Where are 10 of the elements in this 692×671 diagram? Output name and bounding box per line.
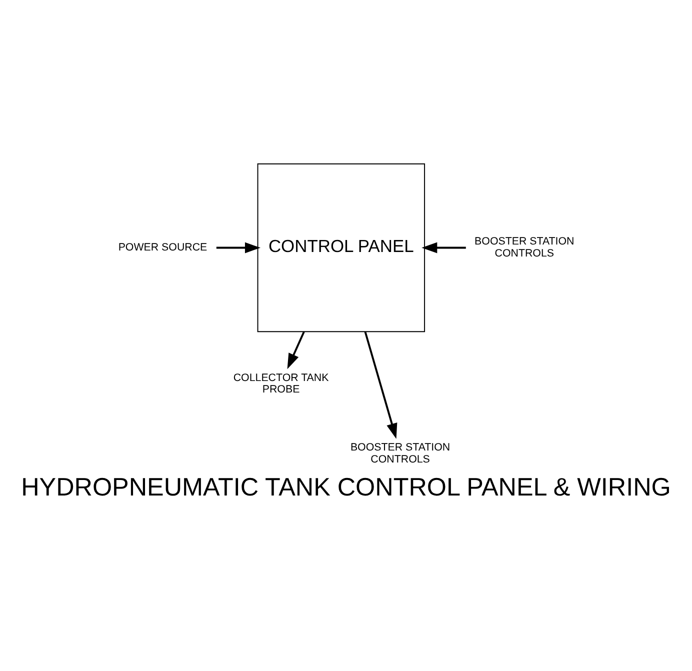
node-text: BOOSTER STATION CONTROLS bbox=[474, 236, 574, 260]
diagram-title: HYDROPNEUMATIC TANK CONTROL PANEL & WIRING bbox=[21, 473, 671, 502]
node-text: BOOSTER STATION CONTROLS bbox=[350, 442, 450, 466]
node-text: POWER SOURCE bbox=[118, 241, 208, 254]
arrow bbox=[216, 242, 261, 254]
arrow bbox=[287, 331, 305, 370]
node-text: COLLECTOR TANK PROBE bbox=[233, 372, 329, 396]
node-box: CONTROL PANEL bbox=[257, 163, 426, 332]
arrow bbox=[364, 331, 398, 439]
arrow bbox=[422, 242, 466, 254]
